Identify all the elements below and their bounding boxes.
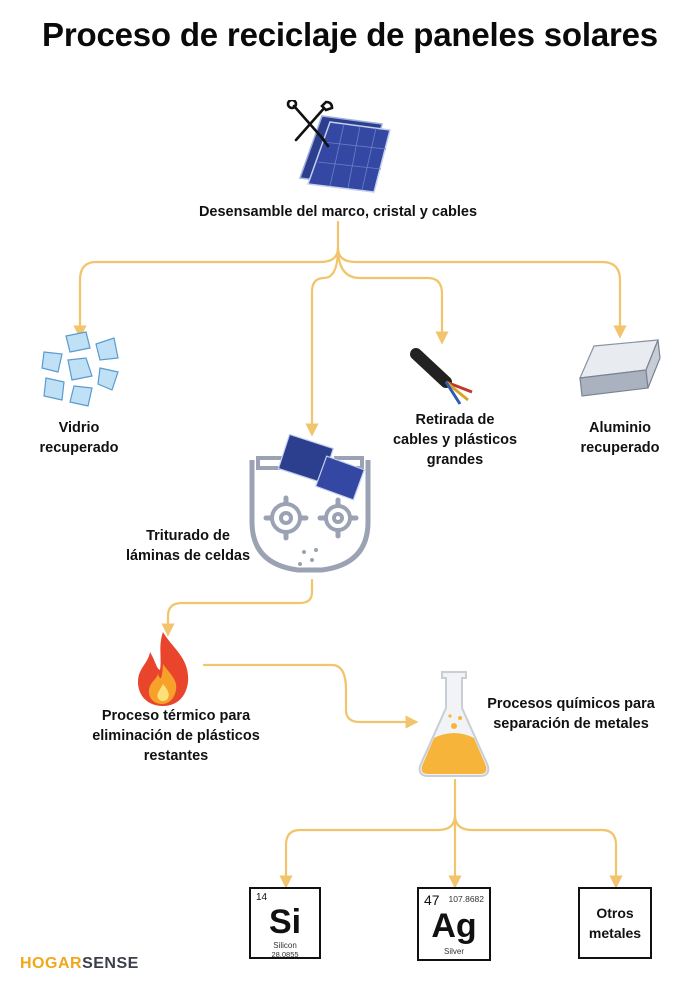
arrow-to-other [453, 813, 623, 889]
element-name: Silver [443, 947, 464, 956]
solar-panel-icon [286, 100, 391, 193]
tools-icon [286, 100, 334, 148]
element-mass: 28.0855 [271, 950, 299, 959]
arrow-to-shredder [305, 246, 340, 437]
aluminum-ingot-icon [579, 339, 661, 397]
element-mass: 107.8682 [448, 894, 484, 904]
element-symbol: Si [268, 903, 302, 941]
arrow-to-thermal [161, 578, 314, 637]
page-title: Proceso de reciclaje de paneles solares [42, 16, 658, 53]
arrow-to-cables [336, 246, 449, 345]
step-disassembly: Desensamble del marco, cristal y cables [198, 204, 478, 220]
arrow-to-chemical [202, 663, 419, 729]
element-name: Silicon [273, 941, 297, 950]
fire-icon [138, 632, 189, 706]
element-number: 14 [256, 892, 268, 903]
element-silver: 47 107.8682 Ag Silver [417, 887, 491, 961]
flask-icon [418, 671, 490, 777]
element-number: 47 [424, 892, 440, 908]
shredder-icon [249, 433, 371, 573]
brand-logo: HOGARSENSE [20, 955, 139, 972]
glass-shards-icon [41, 331, 119, 407]
arrow-to-aluminum [336, 246, 627, 339]
cable-icon [410, 348, 473, 405]
element-silicon: 14 Si Silicon 28.0855 [249, 887, 321, 959]
arrow-to-glass [73, 246, 340, 339]
arrow-to-silicon [279, 813, 457, 889]
element-symbol: Ag [431, 907, 477, 945]
